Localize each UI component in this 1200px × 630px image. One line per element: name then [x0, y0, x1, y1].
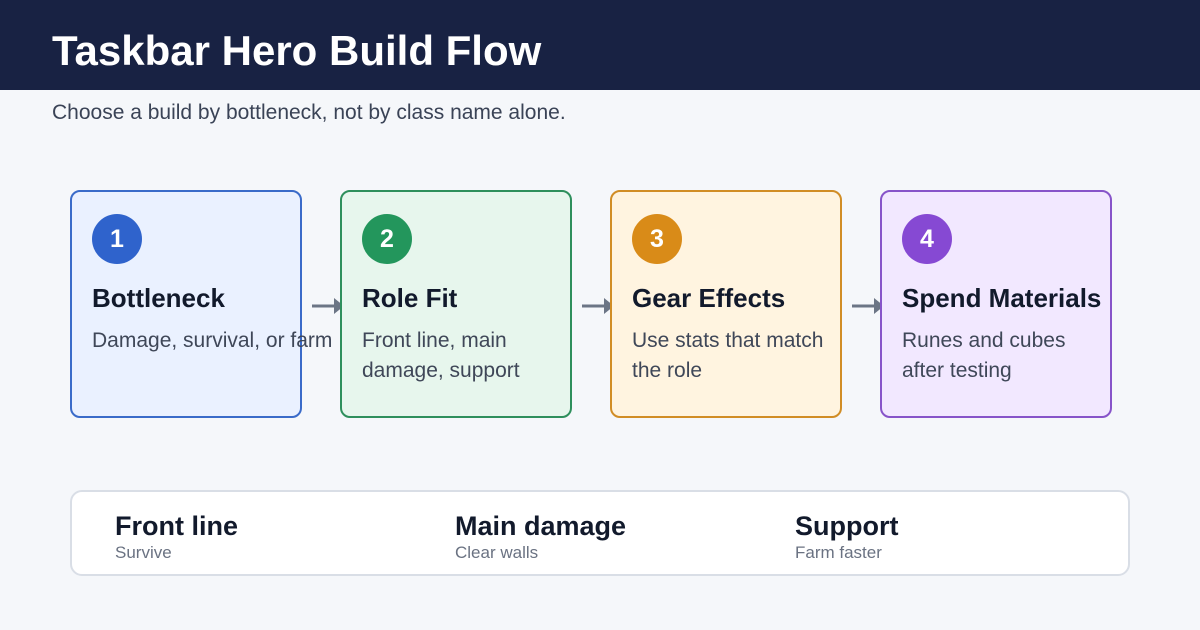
role-support: Support Farm faster: [795, 510, 898, 564]
step-title: Bottleneck: [92, 283, 225, 313]
step-number-badge: 4: [902, 214, 952, 264]
step-title: Role Fit: [362, 283, 458, 313]
page-title: Taskbar Hero Build Flow: [52, 27, 542, 74]
step-card-role-fit: 2 Role Fit Front line, main damage, supp…: [340, 190, 572, 418]
arrow-right-icon: [312, 298, 344, 314]
step-description: Damage, survival, or farm: [92, 329, 333, 352]
arrow-right-icon: [582, 298, 614, 314]
page-subtitle: Choose a build by bottleneck, not by cla…: [52, 101, 566, 124]
step-card-bottleneck: 1 Bottleneck Damage, survival, or farm: [70, 190, 332, 418]
step-description: Use stats that match the role: [632, 329, 824, 382]
step-number-badge: 1: [92, 214, 142, 264]
step-description: Runes and cubes after testing: [902, 329, 1066, 382]
role-title: Main damage: [455, 511, 627, 541]
step-number-badge: 3: [632, 214, 682, 264]
step-number-badge: 2: [362, 214, 412, 264]
step-card-spend-materials: 4 Spend Materials Runes and cubes after …: [880, 190, 1112, 418]
role-title: Front line: [115, 511, 238, 541]
role-subtitle: Clear walls: [455, 543, 539, 562]
step-title: Spend Materials: [902, 283, 1102, 313]
role-main-damage: Main damage Clear walls: [455, 510, 626, 564]
step-description: Front line, main damage, support: [362, 329, 520, 382]
arrow-right-icon: [852, 298, 884, 314]
step-card-gear-effects: 3 Gear Effects Use stats that match the …: [610, 190, 842, 418]
role-title: Support: [795, 511, 899, 541]
role-subtitle: Farm faster: [795, 543, 882, 562]
role-front-line: Front line Survive: [115, 510, 238, 564]
role-subtitle: Survive: [115, 543, 172, 562]
header-bar: Taskbar Hero Build Flow: [0, 0, 1200, 90]
step-title: Gear Effects: [632, 283, 786, 313]
role-legend: Front line Survive Main damage Clear wal…: [70, 490, 1130, 576]
